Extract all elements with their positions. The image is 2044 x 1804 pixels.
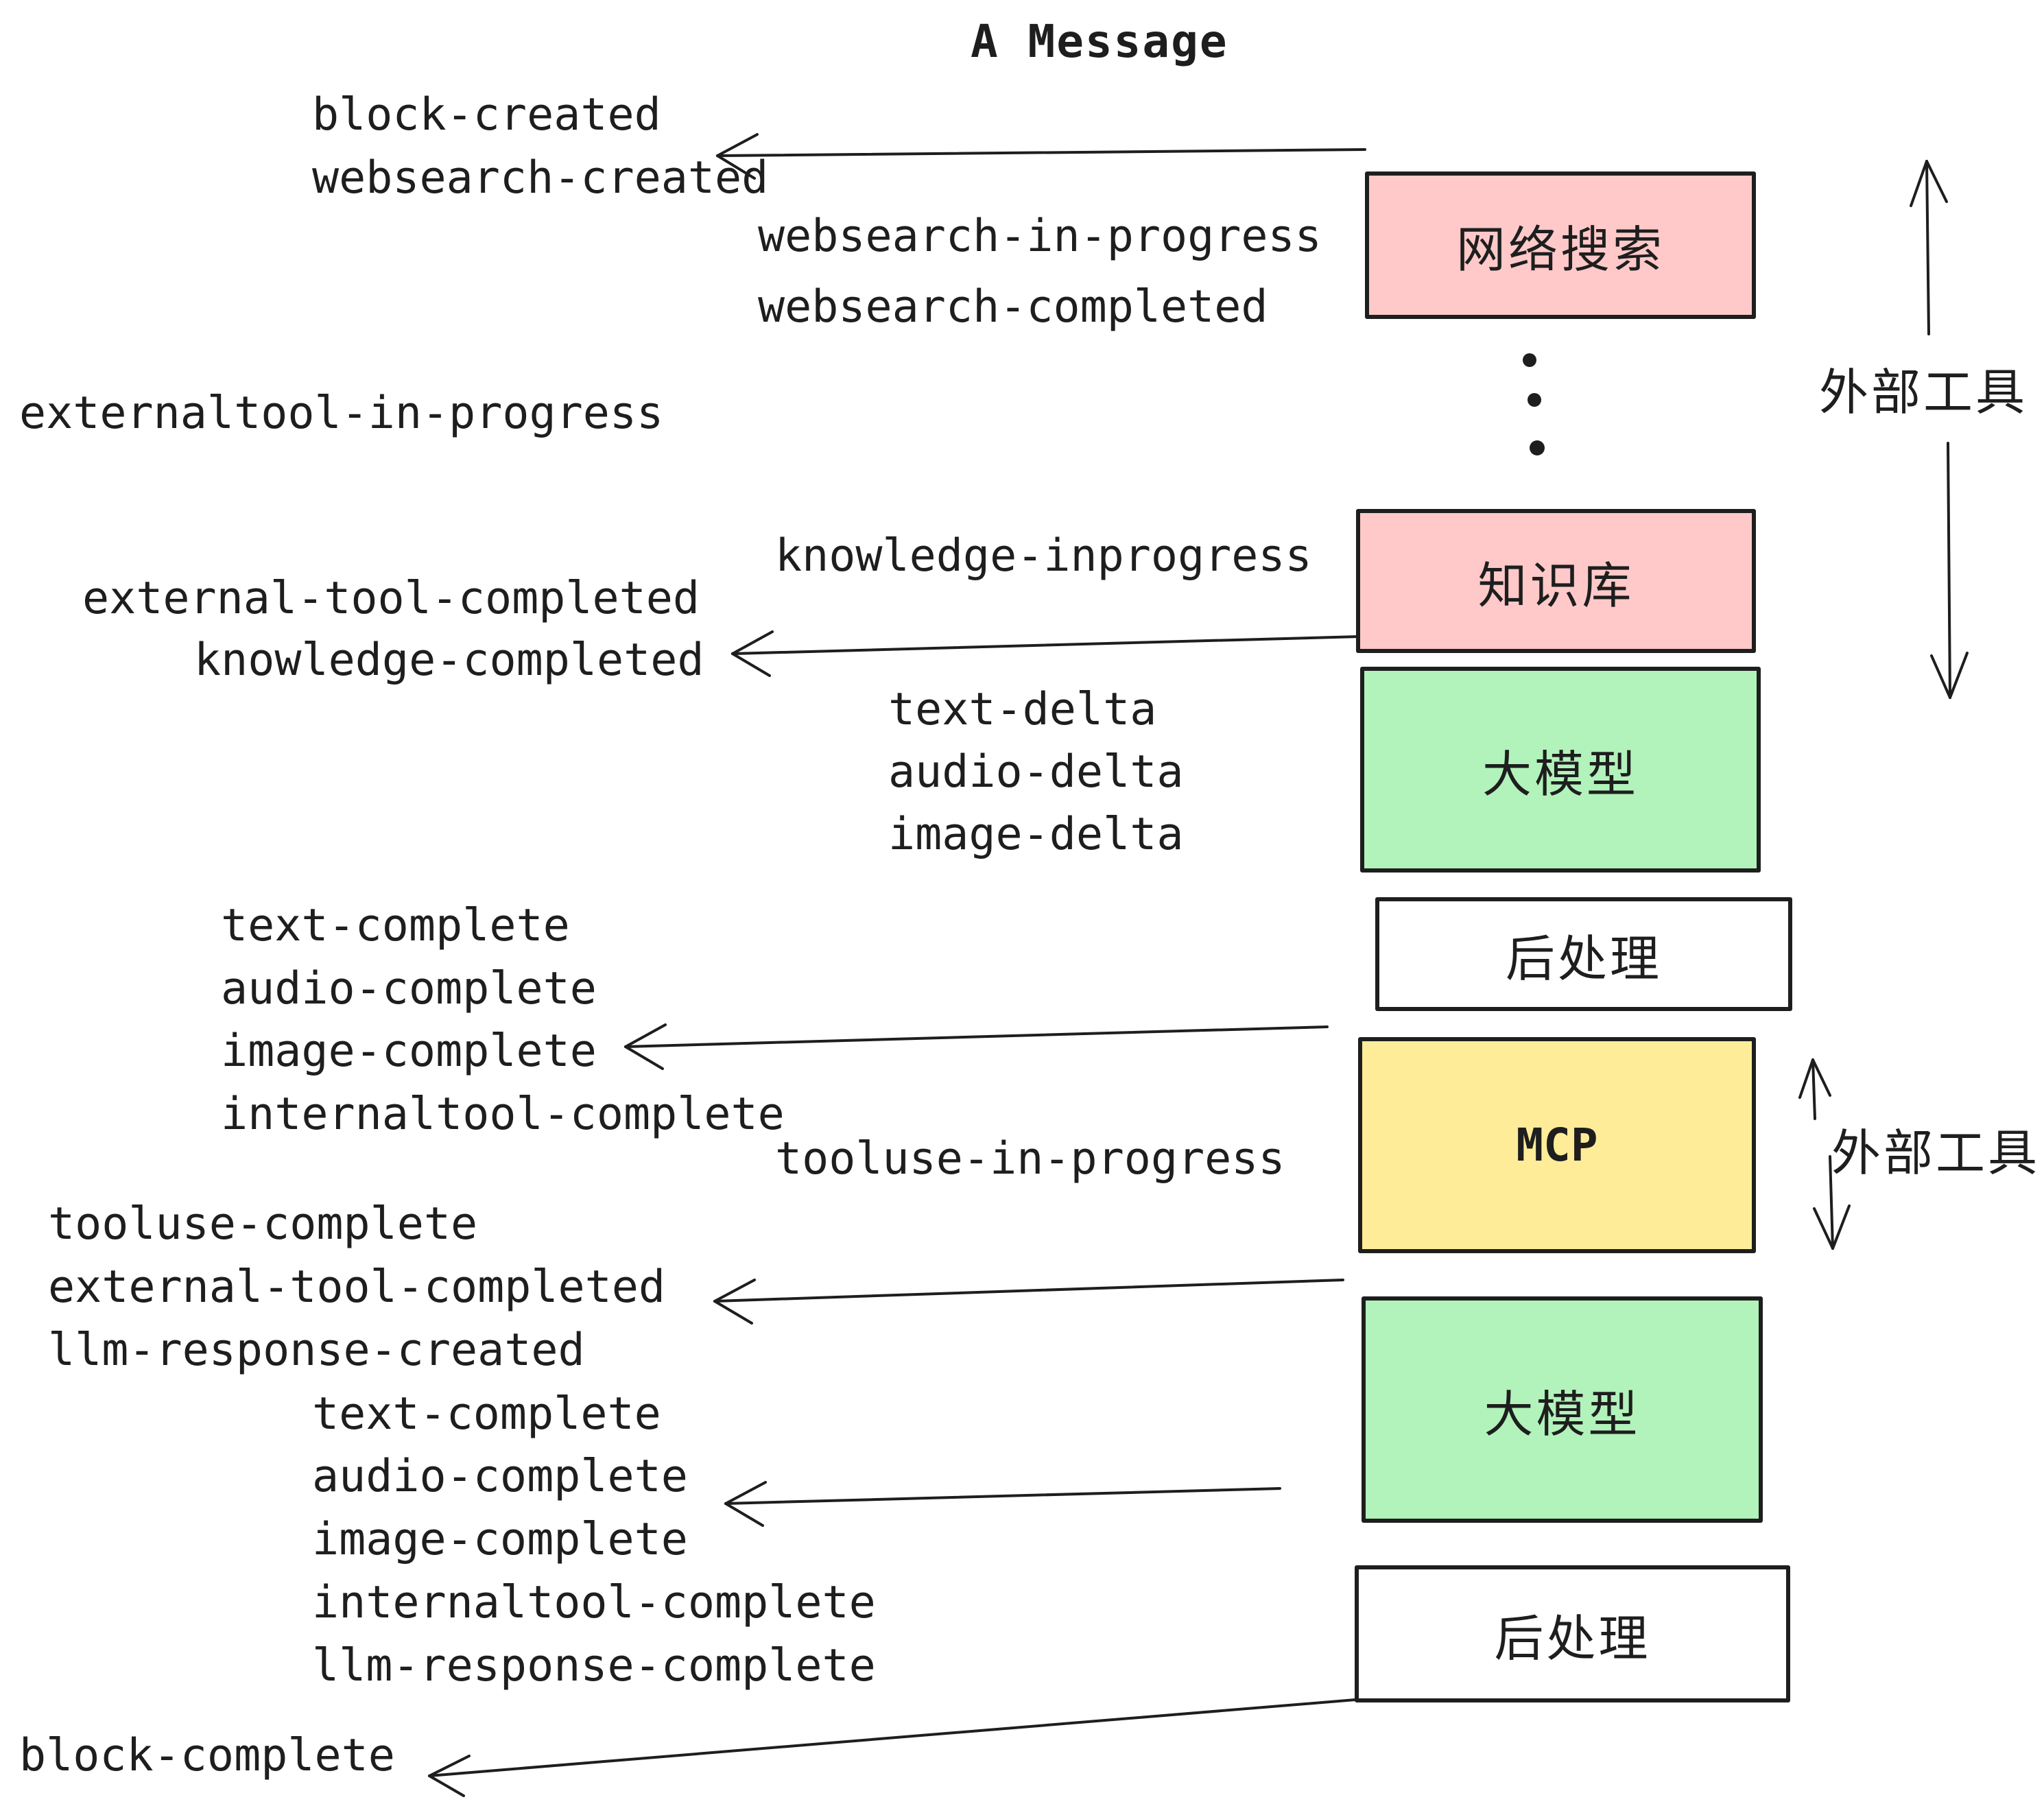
event-label-audio-complete: audio-complete — [221, 963, 597, 1014]
event-label-knowledge-inprogress: knowledge-inprogress — [775, 530, 1312, 582]
box-postprocess-1-label: 后处理 — [1505, 929, 1662, 988]
event-label-external-tool-completed-2: external-tool-completed — [48, 1261, 666, 1313]
diagram-title: A Message — [971, 15, 1228, 68]
event-label-audio-complete-2: audio-complete — [312, 1451, 688, 1502]
arrow-to-knowledge-completed — [731, 630, 1361, 677]
event-label-text-complete: text-complete — [221, 900, 570, 951]
event-label-image-complete-2: image-complete — [312, 1514, 688, 1565]
box-postprocess-2-label: 后处理 — [1494, 1609, 1651, 1667]
event-label-external-tool-completed: external-tool-completed — [82, 573, 700, 624]
event-label-websearch-created: websearch-created — [312, 152, 769, 204]
event-label-text-complete-2: text-complete — [312, 1388, 661, 1440]
event-label-llm-response-complete: llm-response-complete — [312, 1640, 876, 1692]
event-label-internaltool-complete: internaltool-complete — [221, 1089, 785, 1140]
box-websearch-label: 网络搜索 — [1455, 221, 1665, 278]
mcp-external-tools-up-arrow — [1798, 1058, 1831, 1120]
event-label-block-complete: block-complete — [19, 1730, 395, 1781]
event-label-internaltool-complete-2: internaltool-complete — [312, 1577, 876, 1628]
event-label-tooluse-complete: tooluse-complete — [48, 1198, 478, 1250]
event-label-websearch-in-progress: websearch-in-progress — [758, 211, 1322, 262]
box-mcp: MCP — [1358, 1037, 1756, 1253]
box-llm-2: 大模型 — [1362, 1296, 1763, 1523]
event-label-text-delta: text-delta — [888, 684, 1157, 735]
arrow-to-image-complete — [624, 1023, 1329, 1070]
event-label-websearch-completed: websearch-completed — [758, 281, 1268, 333]
box-knowledge: 知识库 — [1356, 509, 1756, 653]
event-label-block-created: block-created — [312, 89, 661, 141]
ellipsis-dots — [1523, 353, 1545, 455]
external-tools-label-top: 外部工具 — [1819, 364, 2028, 421]
event-label-knowledge-completed: knowledge-completed — [194, 634, 704, 686]
box-llm-1: 大模型 — [1360, 667, 1761, 873]
box-mcp-label: MCP — [1516, 1119, 1598, 1172]
arrow-to-websearch-created — [716, 133, 1366, 180]
event-label-image-delta: image-delta — [888, 809, 1184, 860]
box-knowledge-label: 知识库 — [1477, 556, 1635, 615]
arrow-to-external-tool-completed — [713, 1279, 1344, 1325]
box-postprocess-2: 后处理 — [1355, 1565, 1790, 1702]
box-postprocess-1: 后处理 — [1375, 897, 1792, 1011]
box-llm-2-label: 大模型 — [1484, 1385, 1641, 1443]
box-websearch: 网络搜索 — [1365, 171, 1756, 319]
event-label-tooluse-in-progress: tooluse-in-progress — [775, 1133, 1285, 1185]
box-llm-1-label: 大模型 — [1482, 745, 1639, 803]
event-label-audio-delta: audio-delta — [888, 746, 1184, 798]
event-label-llm-response-created: llm-response-created — [48, 1325, 585, 1376]
external-tools-up-arrow — [1910, 160, 1948, 335]
external-tools-down-arrow — [1930, 442, 1969, 699]
external-tools-label-mcp: 外部工具 — [1831, 1124, 2041, 1182]
arrow-to-block-complete — [428, 1698, 1365, 1797]
event-label-externaltool-in-progress: externaltool-in-progress — [19, 388, 664, 439]
event-label-image-complete: image-complete — [221, 1025, 597, 1077]
arrow-to-audio-complete — [724, 1481, 1281, 1527]
